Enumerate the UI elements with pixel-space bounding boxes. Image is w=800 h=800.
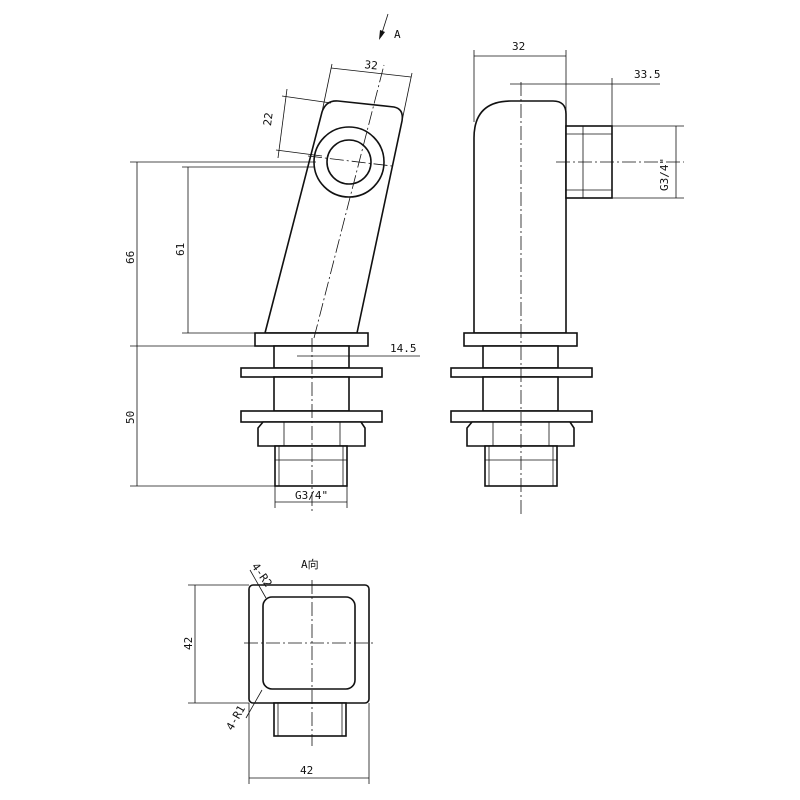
side-stem-upper bbox=[482, 345, 559, 369]
svg-text:61: 61 bbox=[174, 243, 187, 256]
washer-bottom bbox=[240, 410, 383, 423]
spout-axis bbox=[313, 64, 385, 339]
side-flange-plate bbox=[463, 332, 578, 347]
dim-front-width: 32 bbox=[321, 58, 413, 122]
dim-front-offset: 14.5 bbox=[297, 342, 420, 357]
dim-view-a-width: 42 bbox=[248, 703, 370, 784]
side-view: 32 33.5 G3/4" bbox=[450, 40, 684, 514]
washer-top bbox=[240, 367, 383, 378]
svg-text:G3/4": G3/4" bbox=[658, 158, 671, 191]
svg-text:32: 32 bbox=[364, 58, 379, 72]
flange-plate bbox=[254, 332, 369, 347]
dim-front-stem-height: 50 bbox=[124, 346, 275, 487]
dim-front-total-height: 66 bbox=[124, 161, 316, 347]
stem-upper bbox=[273, 345, 350, 369]
svg-text:32: 32 bbox=[512, 40, 525, 53]
side-hex-nut bbox=[466, 421, 575, 447]
dim-view-a-height: 42 bbox=[182, 584, 249, 704]
dim-front-eye: 22 bbox=[261, 88, 332, 159]
view-arrow-a: A bbox=[379, 13, 401, 41]
svg-text:50: 50 bbox=[124, 411, 137, 424]
dim-front-inner-height: 61 bbox=[174, 166, 314, 334]
front-view: 32 22 66 61 14.5 bbox=[124, 58, 420, 512]
view-arrow-head bbox=[379, 30, 385, 40]
view-a-thread bbox=[273, 702, 347, 737]
svg-text:42: 42 bbox=[300, 764, 313, 777]
dim-side-width: 32 bbox=[473, 40, 567, 122]
view-a-title: A向 bbox=[301, 557, 319, 571]
view-a: A向 4-R2 4-R1 42 42 bbox=[182, 557, 374, 784]
spout-arm bbox=[263, 100, 404, 334]
outlet-ring-inner bbox=[326, 139, 372, 185]
svg-text:42: 42 bbox=[182, 637, 195, 650]
hex-nut bbox=[257, 421, 366, 447]
svg-text:4-R1: 4-R1 bbox=[224, 703, 249, 732]
svg-text:66: 66 bbox=[124, 251, 137, 264]
side-spout-body bbox=[473, 100, 567, 334]
bottom-thread bbox=[274, 445, 348, 487]
dim-front-thread: G3/4" bbox=[274, 486, 348, 508]
svg-text:33.5: 33.5 bbox=[634, 68, 661, 81]
dim-side-offset: 33.5 bbox=[510, 68, 661, 126]
svg-text:22: 22 bbox=[261, 112, 276, 127]
svg-text:14.5: 14.5 bbox=[390, 342, 417, 355]
view-arrow-letter: A bbox=[394, 28, 401, 41]
svg-text:G3/4": G3/4" bbox=[295, 489, 328, 502]
side-stem-middle bbox=[482, 376, 559, 412]
dim-side-thread: G3/4" bbox=[612, 125, 684, 199]
side-washer-top bbox=[450, 367, 593, 378]
side-washer-bottom bbox=[450, 410, 593, 423]
stem-middle bbox=[273, 376, 350, 412]
